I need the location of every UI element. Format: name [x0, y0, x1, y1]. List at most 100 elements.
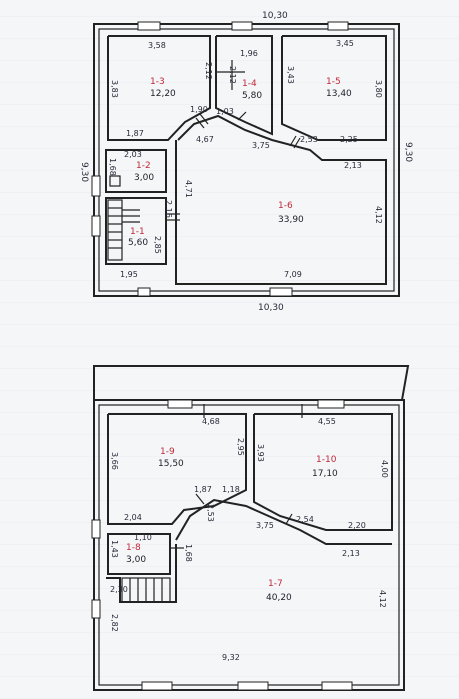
- stair-1: [107, 199, 140, 261]
- door: [237, 111, 247, 121]
- room-1-3-width: 3,58: [148, 41, 166, 50]
- dim: 4,67: [196, 135, 214, 144]
- dim: 2,82: [110, 614, 119, 632]
- window: [91, 175, 101, 197]
- room-1-3-id: 1-3: [150, 77, 165, 87]
- dim: 1,03: [216, 107, 234, 116]
- room-1-5-height: 3,80: [374, 80, 383, 98]
- room-1-7-area: 40,20: [266, 593, 292, 603]
- door: [289, 135, 297, 147]
- plan1-outer-bottom: 10,30: [258, 303, 284, 313]
- dim: 2,53: [206, 504, 215, 522]
- stair-2: [121, 577, 171, 603]
- room-1-1-area: 5,60: [128, 238, 148, 248]
- dim: 3,75: [256, 521, 274, 530]
- dim: 2,12: [204, 62, 213, 80]
- window: [91, 599, 101, 619]
- room-1-5-width: 3,45: [336, 39, 354, 48]
- room-1-1-height: 2,85: [153, 236, 162, 254]
- dim: 1,68: [108, 158, 117, 176]
- dim: 4,71: [184, 180, 193, 198]
- plan2-hall-wall: [175, 498, 392, 545]
- room-1-7-height: 4,12: [378, 590, 387, 608]
- room-1-5-area: 13,40: [326, 89, 352, 99]
- room-1-4-width: 1,96: [240, 49, 258, 58]
- window: [91, 215, 101, 237]
- room-1-8-width: 1,10: [134, 533, 152, 542]
- window: [141, 681, 173, 691]
- room-1-9-id: 1-9: [160, 447, 175, 457]
- room-1-10-id: 1-10: [316, 455, 337, 465]
- room-1-7-id: 1-7: [268, 579, 283, 589]
- room-1-2-fixture: [109, 175, 121, 187]
- room-1-2-id: 1-2: [136, 161, 151, 171]
- plan-1: 10,30 10,30 9,30 9,30 1-3 12,20 3,58 3,8…: [79, 11, 413, 313]
- dim: 2,54: [296, 515, 314, 524]
- room-1-1-width: 1,95: [120, 270, 138, 279]
- dim: 2,95: [236, 438, 245, 456]
- room-1-4-walls: [215, 35, 273, 136]
- dim: 1,18: [222, 485, 240, 494]
- room-1-4-area: 5,80: [242, 91, 262, 101]
- room-1-9-width: 4,68: [202, 417, 220, 426]
- room-1-10-width: 4,55: [318, 417, 336, 426]
- window: [269, 287, 293, 297]
- window: [317, 399, 345, 409]
- window: [91, 519, 101, 539]
- window: [137, 21, 161, 31]
- room-1-9-area: 15,50: [158, 459, 184, 469]
- dim: 2,13: [344, 161, 362, 170]
- dim: 1,87: [194, 485, 212, 494]
- room-1-6-walls: [175, 114, 387, 285]
- dim: 2,16: [164, 200, 173, 218]
- room-1-1-id: 1-1: [130, 227, 145, 237]
- plan2-top-band: [93, 365, 410, 401]
- room-1-7-width: 9,32: [222, 653, 240, 662]
- dim: 3,75: [252, 141, 270, 150]
- dim: 1,43: [110, 540, 119, 558]
- window: [237, 681, 269, 691]
- room-1-6-id: 1-6: [278, 201, 293, 211]
- window: [321, 681, 353, 691]
- room-1-6-height: 4,12: [374, 206, 383, 224]
- room-1-10-walls: [253, 413, 393, 531]
- room-1-7-partial: [106, 544, 177, 603]
- room-1-4-id: 1-4: [242, 79, 257, 89]
- room-1-3-walls: [107, 35, 211, 141]
- dim: 2,20: [348, 521, 366, 530]
- plan1-outer-top: 10,30: [262, 11, 288, 21]
- door: [293, 137, 301, 149]
- entrance-door: [137, 287, 151, 297]
- door: [195, 493, 205, 505]
- window: [327, 21, 349, 31]
- room-1-8-id: 1-8: [126, 543, 141, 553]
- plan1-outer-right: 9,30: [403, 142, 413, 162]
- dim: 2,12: [228, 66, 237, 84]
- room-1-2-width: 2,03: [124, 150, 142, 159]
- dim: 4,00: [380, 460, 389, 478]
- window: [231, 21, 253, 31]
- room-1-7-area: [106, 580, 392, 676]
- door: [285, 513, 293, 525]
- room-1-9-walls: [107, 413, 247, 525]
- room-1-9-height: 3,66: [110, 452, 119, 470]
- room-1-5-walls: [281, 35, 387, 141]
- dim: 1,68: [184, 544, 193, 562]
- room-1-6-area: 33,90: [278, 215, 304, 225]
- dim: 2,25: [340, 135, 358, 144]
- plan-2: 1-9 15,50 4,68 3,66 1-10 17,10 4,55 3,93…: [91, 365, 410, 691]
- room-1-10-area: 17,10: [312, 469, 338, 479]
- room-1-3-area: 12,20: [150, 89, 176, 99]
- room-1-1-walls: [105, 197, 167, 265]
- dim: 2,30: [110, 585, 128, 594]
- door: [195, 117, 205, 129]
- room-1-2-area: 3,00: [134, 173, 154, 183]
- dim: 2,53: [300, 135, 318, 144]
- room-1-8-area: 3,00: [126, 555, 146, 565]
- dim: 3,43: [286, 66, 295, 84]
- room-1-8-walls: [107, 533, 171, 575]
- dim: 1,87: [126, 129, 144, 138]
- dim: 1,90: [190, 105, 208, 114]
